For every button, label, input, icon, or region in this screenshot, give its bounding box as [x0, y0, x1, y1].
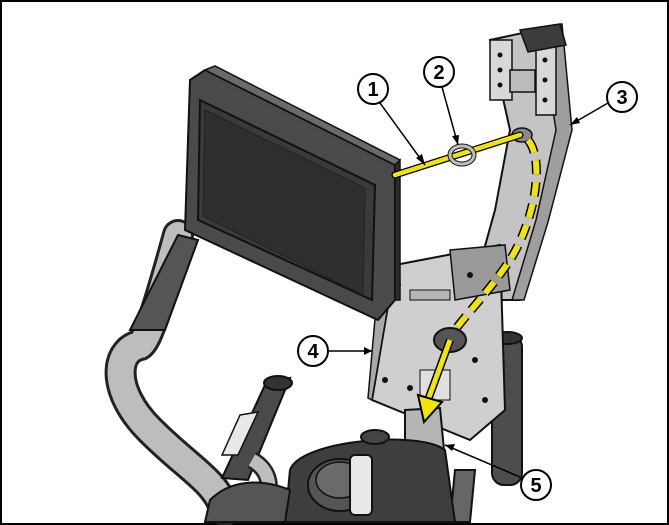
callout-circle-icon: [606, 81, 638, 113]
callout-1: 1: [357, 73, 389, 105]
callout-label-4: 4: [307, 341, 319, 363]
cable-route: [391, 131, 541, 425]
cable-direction-arrow: [416, 393, 444, 425]
leader-line-5: [444, 444, 521, 478]
callout-arrowheads: [364, 117, 580, 451]
callout-circle-icon: [423, 56, 455, 88]
callout-5: 5: [520, 469, 552, 501]
callout-circle-icon: [297, 335, 329, 367]
grommet: [447, 143, 477, 167]
display-console: [183, 65, 402, 322]
lower-left-grip: [220, 375, 293, 516]
callout-label-3: 3: [616, 87, 627, 109]
callout-label-1: 1: [367, 79, 378, 101]
console-base: [203, 406, 457, 523]
callout-label-5: 5: [530, 475, 541, 497]
callout-circle-icon: [357, 73, 389, 105]
callout-circle-icon: [520, 469, 552, 501]
left-handle-grip: [128, 233, 200, 331]
leader-line-1: [379, 102, 426, 166]
upright-mast: [468, 23, 573, 301]
left-handlebar: [104, 219, 241, 525]
callout-label-2: 2: [433, 62, 444, 84]
callout-3: 3: [606, 81, 638, 113]
callout-4: 4: [297, 335, 329, 367]
leader-line-2: [441, 86, 459, 146]
callout-2: 2: [423, 56, 455, 88]
